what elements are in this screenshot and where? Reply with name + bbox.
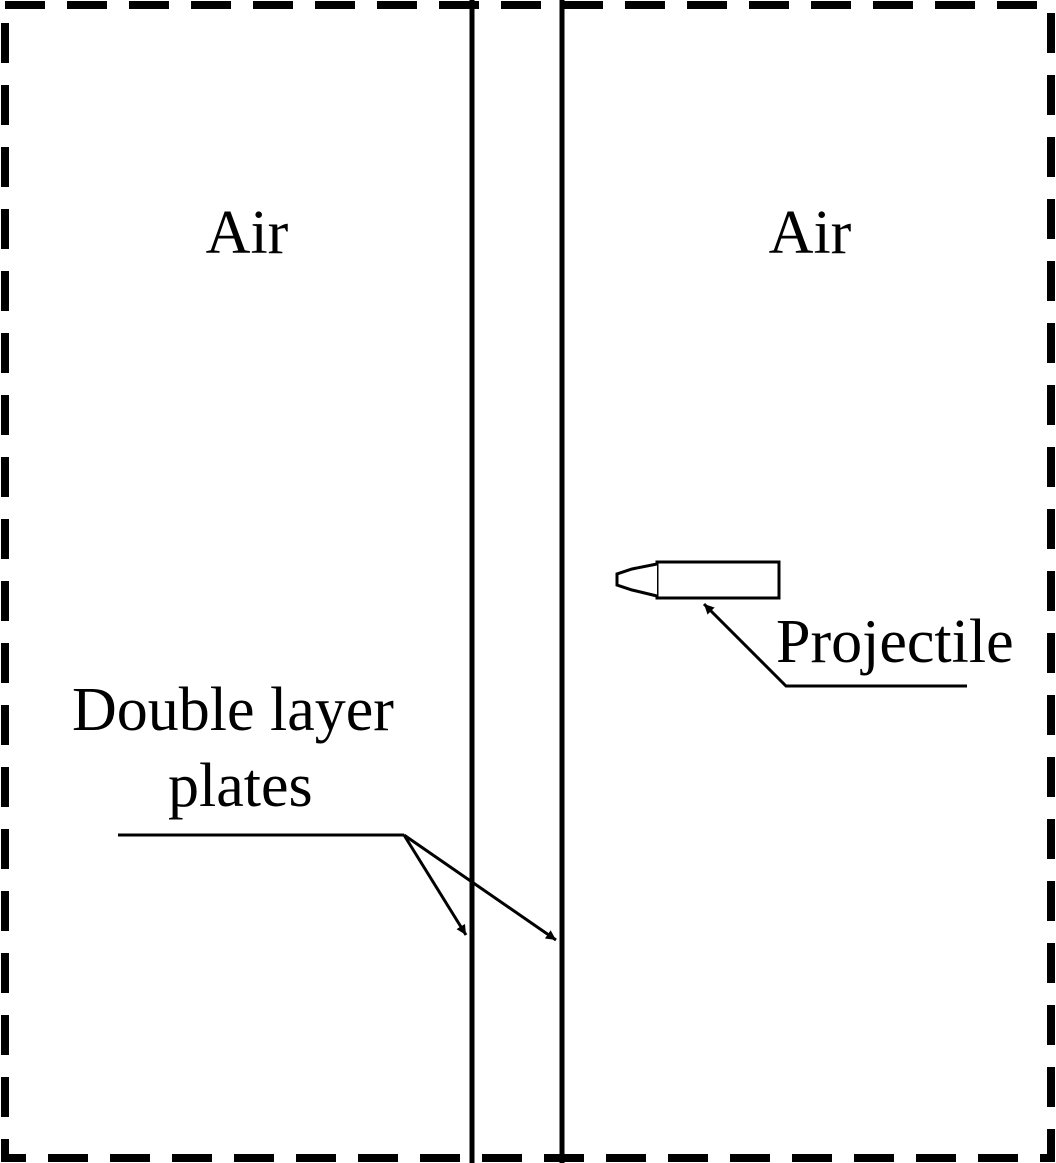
arrow-to-left-plate: [402, 834, 468, 936]
air-label-left: Air: [206, 199, 289, 267]
plates-label-line1: Double layer: [72, 676, 394, 744]
arrow-to-right-plate: [403, 833, 557, 942]
air-label-right: Air: [769, 199, 852, 267]
projectile-leader-line: [702, 602, 967, 688]
projectile-label: Projectile: [776, 608, 1014, 676]
projectile-shape: [615, 560, 781, 600]
plates-label-line2: plates: [168, 752, 313, 820]
